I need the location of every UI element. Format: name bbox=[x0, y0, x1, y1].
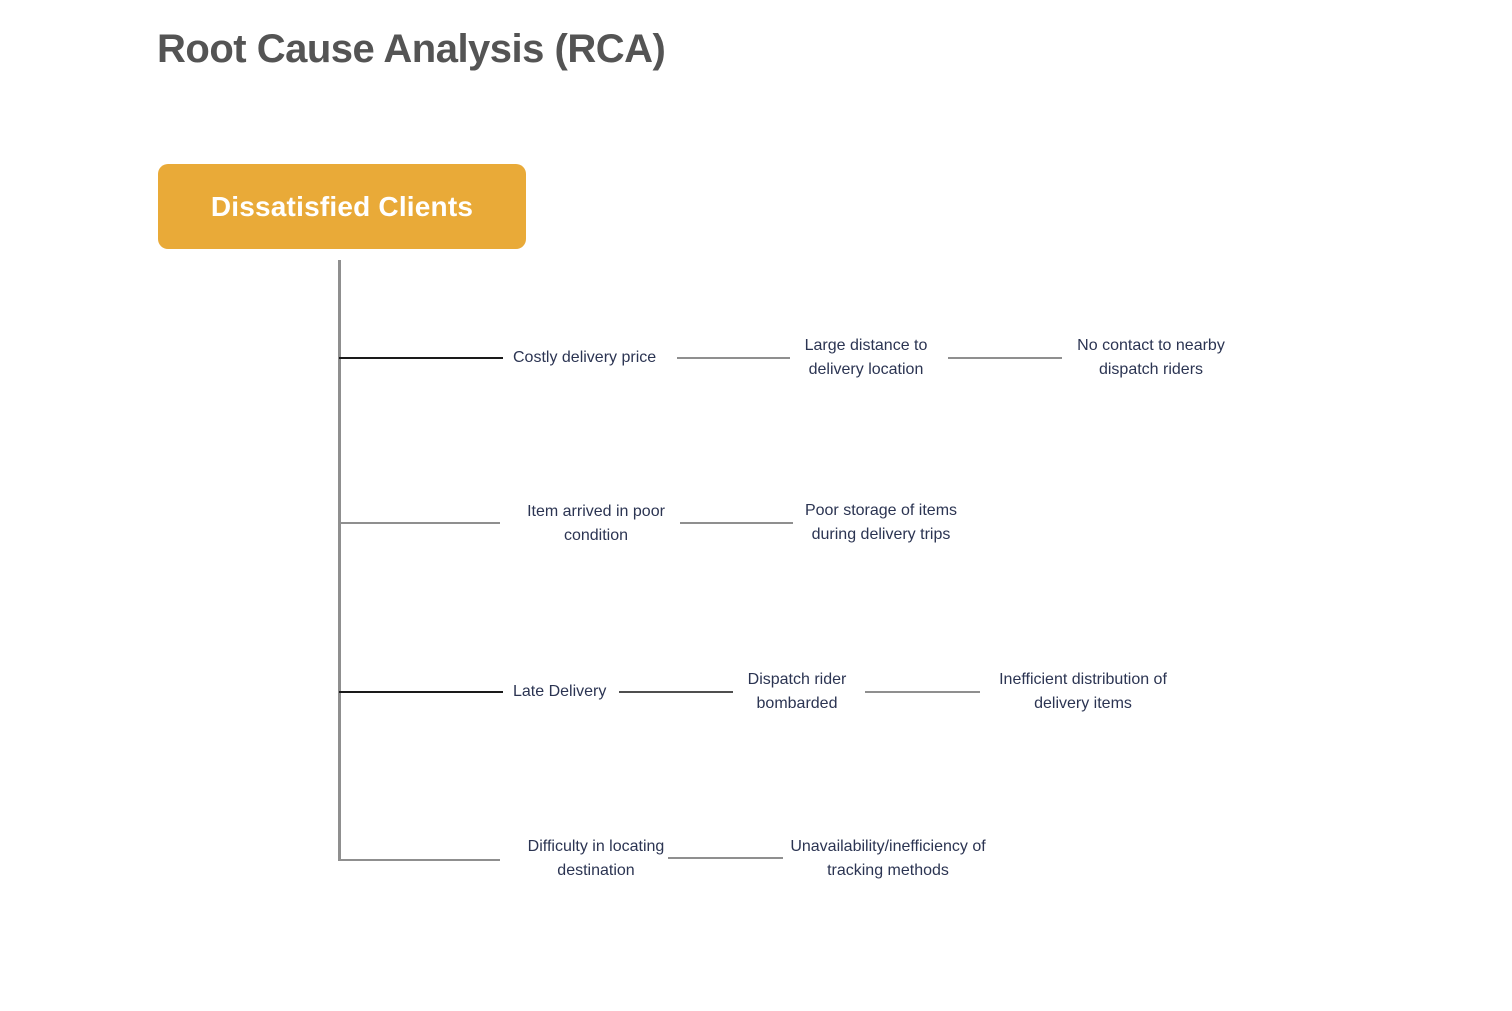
connector-branch2-spine-to-cause bbox=[339, 522, 500, 524]
connector-branch1-spine-to-cause bbox=[339, 357, 503, 359]
connector-branch1-cause-to-subcause bbox=[677, 357, 790, 359]
connector-branch2-cause-to-subcause bbox=[680, 522, 793, 524]
branch3-rootcause-node[interactable]: Inefficient distribution of delivery ite… bbox=[999, 671, 1167, 712]
branch2-cause-node[interactable]: Item arrived in poor condition bbox=[527, 503, 665, 544]
branch4-subcause-node[interactable]: Unavailability/inefficiency of tracking … bbox=[790, 838, 986, 879]
branch4-cause-node[interactable]: Difficulty in locating destination bbox=[527, 838, 665, 879]
root-node-dissatisfied-clients[interactable]: Dissatisfied Clients bbox=[158, 164, 526, 249]
connector-branch4-cause-to-subcause bbox=[668, 857, 783, 859]
connector-branch3-cause-to-subcause bbox=[619, 691, 733, 693]
root-node-label: Dissatisfied Clients bbox=[210, 190, 474, 222]
branch1-cause-node[interactable]: Costly delivery price bbox=[513, 349, 657, 366]
branch3-subcause-node[interactable]: Dispatch rider bombarded bbox=[747, 671, 847, 712]
connector-branch3-spine-to-cause bbox=[339, 691, 503, 693]
connector-branch1-subcause-to-rootcause bbox=[948, 357, 1062, 359]
connector-branch4-spine-to-cause bbox=[339, 859, 500, 861]
branch3-cause-node[interactable]: Late Delivery bbox=[513, 683, 607, 700]
page-title[interactable]: Root Cause Analysis (RCA) bbox=[157, 27, 666, 71]
tree-spine-line bbox=[338, 260, 341, 861]
connector-branch3-subcause-to-rootcause bbox=[865, 691, 980, 693]
branch2-subcause-node[interactable]: Poor storage of items during delivery tr… bbox=[804, 502, 958, 543]
branch1-rootcause-node[interactable]: No contact to nearby dispatch riders bbox=[1077, 337, 1225, 378]
branch1-subcause-node[interactable]: Large distance to delivery location bbox=[804, 337, 928, 378]
